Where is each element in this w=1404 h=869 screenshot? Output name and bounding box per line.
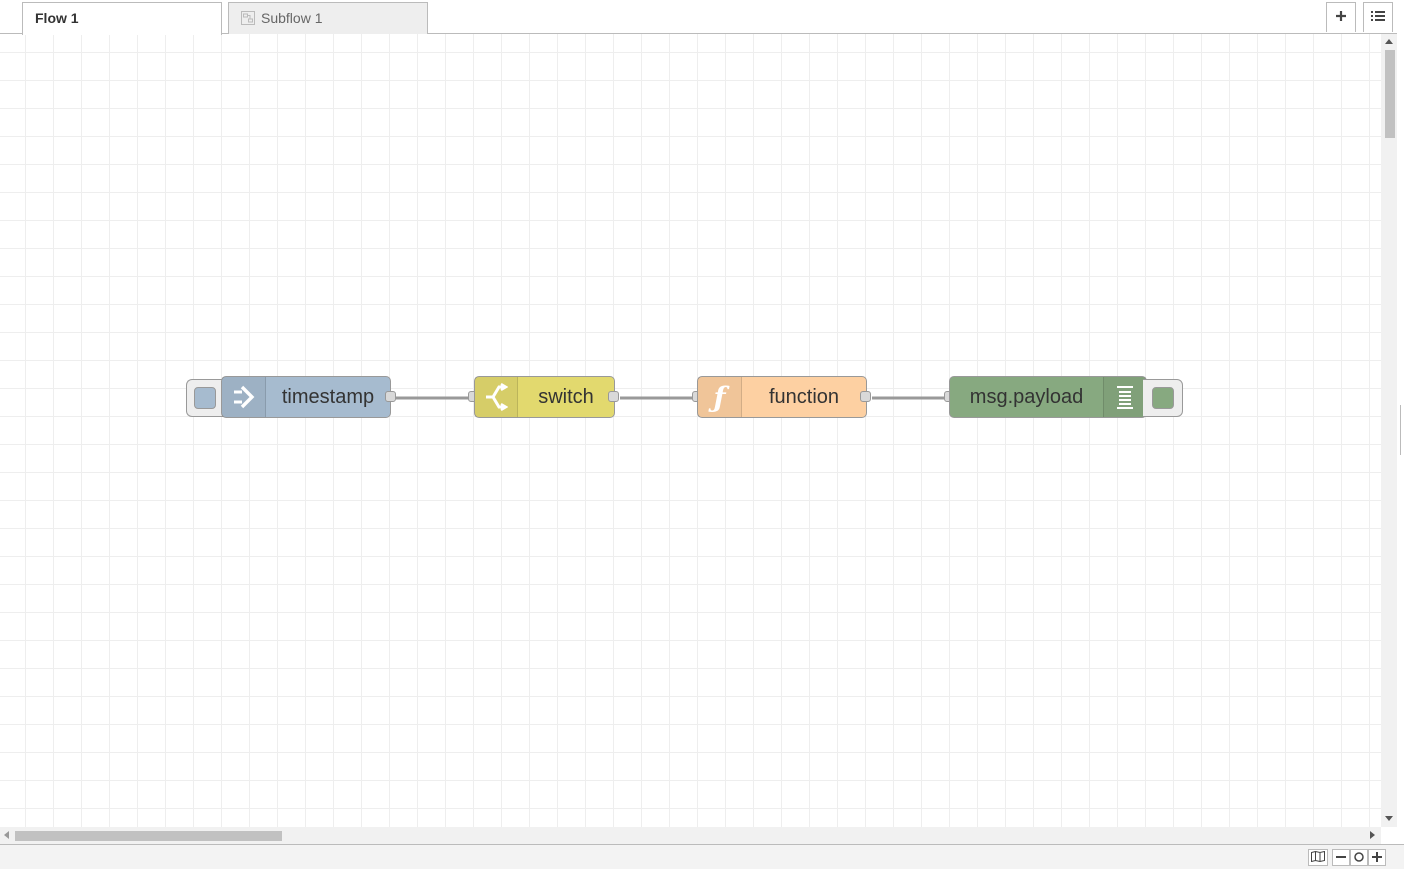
node-label: switch <box>538 385 594 408</box>
output-port[interactable] <box>860 391 871 402</box>
switch-icon <box>475 377 518 417</box>
node-switch[interactable]: switch <box>474 376 615 418</box>
zoom-in-icon <box>1372 849 1382 867</box>
plus-icon <box>1335 9 1347 27</box>
tabbar-divider <box>0 33 1397 34</box>
list-icon <box>1371 9 1385 27</box>
tab-label: Flow 1 <box>35 10 79 26</box>
zoom-reset-button[interactable] <box>1350 849 1368 866</box>
node-label: msg.payload <box>969 385 1084 408</box>
zoom-out-button[interactable] <box>1332 849 1350 866</box>
scroll-down-arrow-icon[interactable] <box>1385 816 1393 821</box>
node-label: timestamp <box>281 385 375 408</box>
scroll-left-arrow-icon[interactable] <box>4 831 9 839</box>
inject-arrow-icon <box>222 377 266 417</box>
debug-list-icon <box>1103 377 1146 417</box>
navigator-icon <box>1311 849 1325 867</box>
output-port[interactable] <box>385 391 396 402</box>
wires <box>396 396 950 400</box>
subflow-icon <box>241 5 255 25</box>
sidebar-resize-handle[interactable] <box>1400 405 1404 455</box>
zoom-in-button[interactable] <box>1368 849 1386 866</box>
zoom-out-icon <box>1336 849 1346 867</box>
function-icon: ƒ <box>698 377 742 417</box>
flow-canvas[interactable] <box>0 34 1381 827</box>
navigator-button[interactable] <box>1308 849 1328 866</box>
tab-label: Subflow 1 <box>261 10 323 26</box>
horizontal-scrollbar[interactable] <box>0 827 1381 844</box>
tab-flow-1[interactable]: Flow 1 <box>22 2 222 35</box>
zoom-reset-icon <box>1354 849 1364 867</box>
tab-subflow-1[interactable]: Subflow 1 <box>228 2 428 34</box>
workspace-footer <box>0 844 1404 869</box>
scroll-right-arrow-icon[interactable] <box>1370 831 1375 839</box>
list-flows-button[interactable] <box>1363 2 1393 32</box>
node-label: function <box>768 385 840 408</box>
add-flow-button[interactable] <box>1326 2 1356 32</box>
inject-button-face <box>194 387 216 409</box>
vertical-scroll-thumb[interactable] <box>1385 50 1395 138</box>
scroll-up-arrow-icon[interactable] <box>1385 39 1393 44</box>
output-port[interactable] <box>608 391 619 402</box>
node-timestamp[interactable]: timestamp <box>221 376 391 418</box>
vertical-scrollbar[interactable] <box>1381 34 1397 827</box>
node-debug[interactable]: msg.payload <box>949 376 1147 418</box>
horizontal-scroll-thumb[interactable] <box>15 831 282 841</box>
debug-toggle-face <box>1152 387 1174 409</box>
inject-trigger-button[interactable] <box>186 379 226 417</box>
workspace-tabs: Flow 1 Subflow 1 <box>0 0 1404 35</box>
debug-toggle-button[interactable] <box>1143 379 1183 417</box>
node-function[interactable]: ƒ function <box>697 376 867 418</box>
